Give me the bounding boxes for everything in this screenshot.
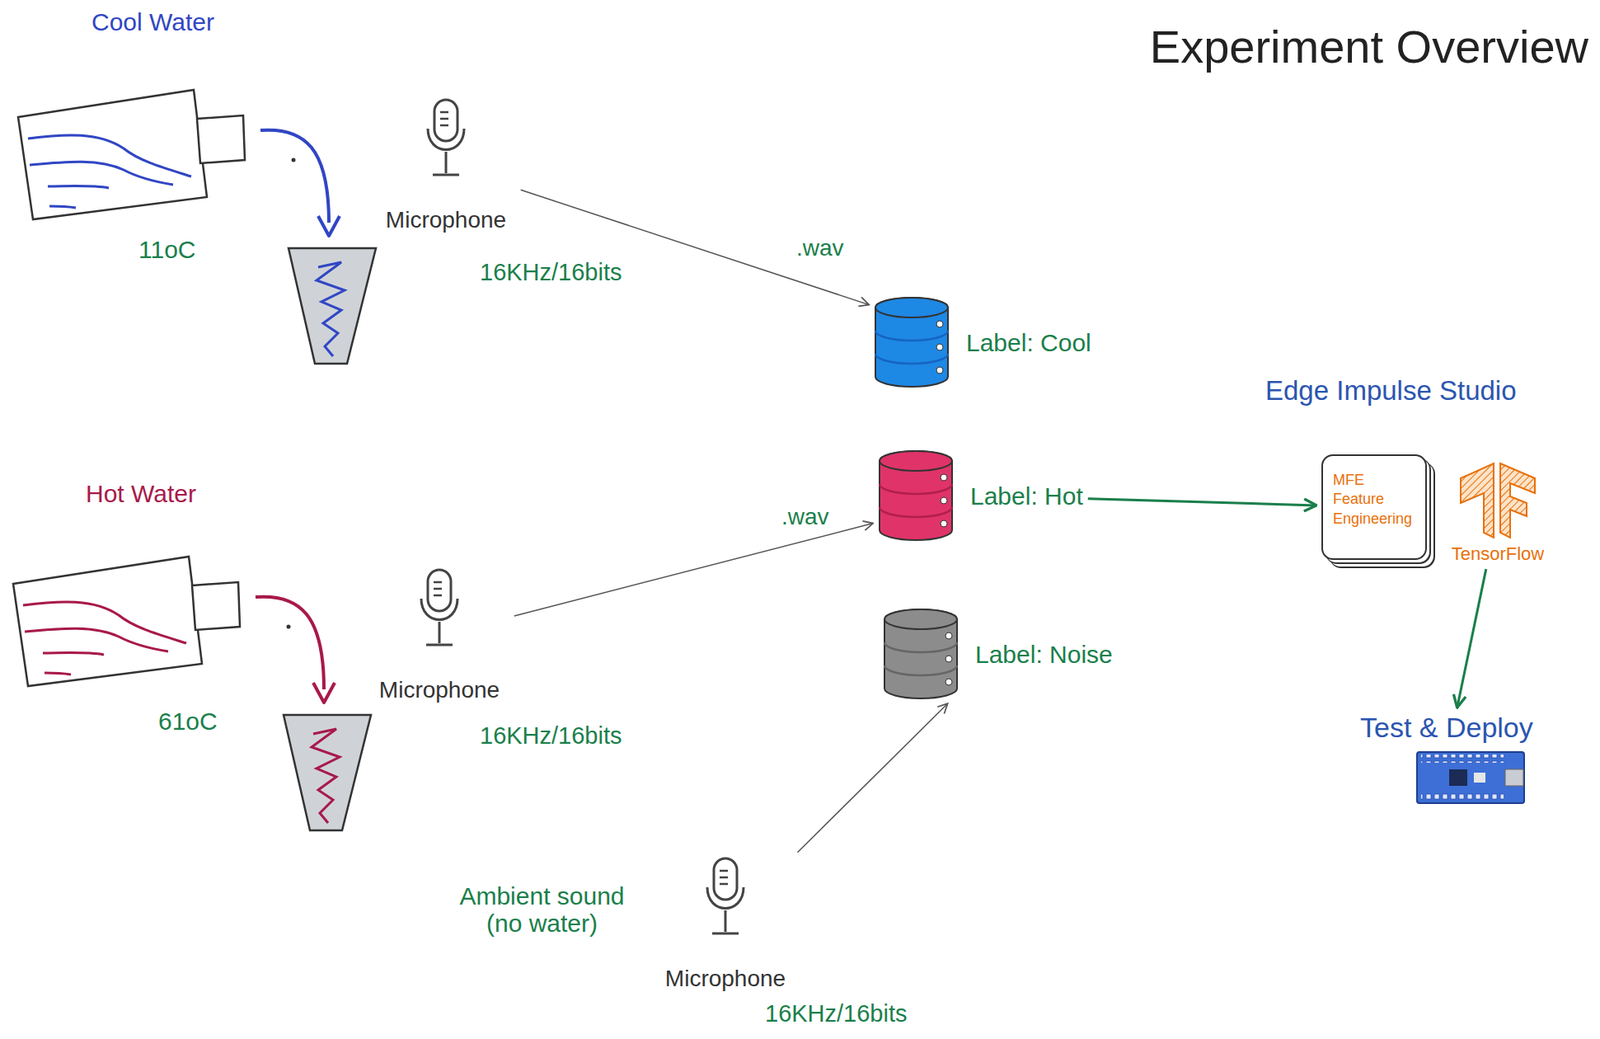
database-cylinder: [877, 449, 954, 542]
class-label: Label: Cool: [966, 328, 1092, 357]
edge-label: .wav: [793, 235, 847, 262]
microphone-icon: [702, 855, 749, 939]
microcontroller-board: [1416, 750, 1525, 804]
device-name: Microphone: [655, 966, 796, 992]
step-title: Test & Deploy: [1360, 712, 1534, 743]
diagram-title: Experiment Overview: [1149, 19, 1589, 74]
data-arrow: [514, 523, 873, 616]
data-arrow: [797, 703, 948, 853]
sample-format: 16KHz/16bits: [479, 722, 623, 750]
deploy-node: Test & Deploy: [1360, 712, 1534, 804]
database-node: Label: Noise: [882, 607, 1113, 700]
text-label: Edge Impulse Studio: [1265, 375, 1517, 406]
sample-format: 16KHz/16bits: [479, 259, 623, 287]
flow-arrow: [1088, 498, 1317, 506]
microphone-node: Microphone16KHz/16bits: [655, 855, 796, 992]
microphone-node: Microphone16KHz/16bits: [375, 97, 517, 234]
tensorflow-logo: [1459, 461, 1537, 540]
feature-text: MFE Feature Engineering: [1332, 470, 1416, 529]
device-name: Microphone: [369, 677, 510, 704]
sample-format: 16KHz/16bits: [764, 1000, 908, 1028]
text-label: Cool Water: [91, 8, 215, 36]
database-node: Label: Cool: [873, 295, 1092, 389]
text-label: 61oC: [158, 707, 218, 735]
microphone-icon: [422, 97, 470, 180]
flow-arrow: [1457, 568, 1487, 708]
logo-text: TensorFlow: [1444, 544, 1552, 564]
edge-label: .wav: [778, 504, 832, 531]
data-arrow: [520, 189, 870, 305]
feature-box: MFE Feature Engineering: [1321, 454, 1427, 560]
text-label: Hot Water: [85, 479, 197, 507]
microphone-node: Microphone16KHz/16bits: [369, 567, 510, 704]
database-cylinder: [882, 607, 959, 700]
class-label: Label: Hot: [970, 482, 1084, 510]
text-label: 11oC: [138, 235, 197, 263]
database-cylinder: [873, 295, 950, 389]
database-node: Label: Hot: [877, 449, 1084, 542]
device-name: Microphone: [375, 207, 517, 234]
tensorflow-node: TensorFlow: [1444, 461, 1552, 564]
text-label: Ambient sound (no water): [445, 882, 639, 937]
class-label: Label: Noise: [975, 640, 1113, 668]
microphone-icon: [416, 567, 463, 650]
